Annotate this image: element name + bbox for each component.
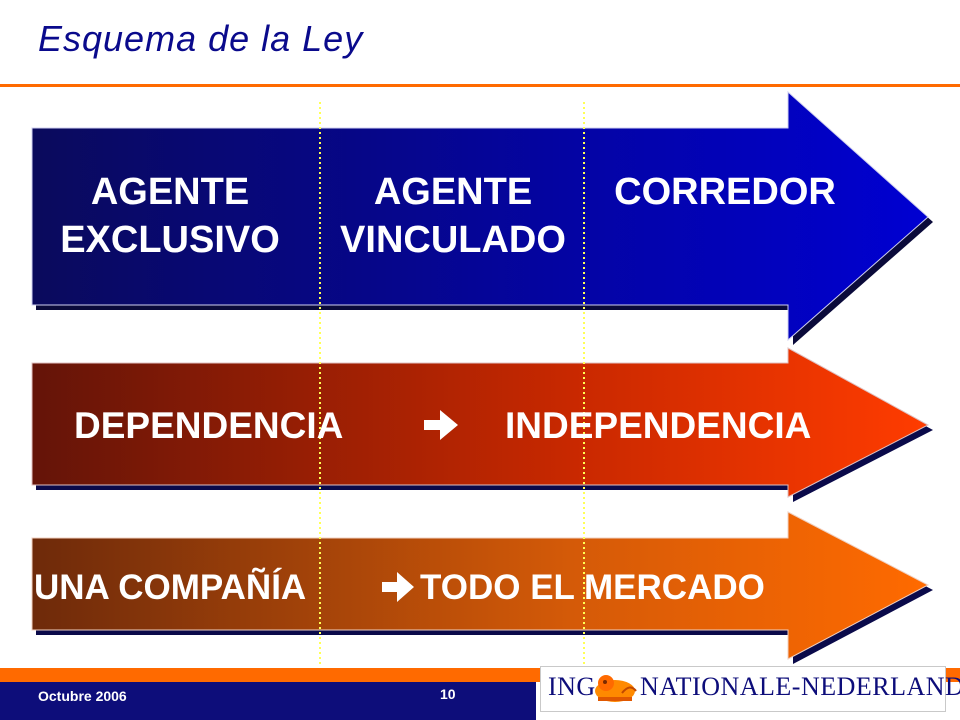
label-dependencia: DEPENDENCIA [74,405,344,446]
footer-date: Octubre 2006 [38,688,127,704]
arrow-2 [31,347,930,498]
label-line: AGENTE [90,171,250,213]
right-arrow-icon [382,572,414,602]
page-number: 10 [440,686,456,702]
label-line: VINCULADO [340,219,566,261]
label-una-compania: UNA COMPAÑÍA [34,568,307,607]
slide-title: Esquema de la Ley [38,18,364,59]
label-line: CORREDOR [614,171,836,213]
right-arrow-icon [424,410,458,440]
label-line: AGENTE [373,171,533,213]
arrow-3 [31,511,930,660]
footer-bar [0,682,536,720]
label-line: EXCLUSIVO [60,219,280,261]
logo-nn-text: NATIONALE-NEDERLANDEN [640,672,960,701]
company-logo [540,666,946,712]
label-agente-exclusivo: AGENTE EXCLUSIVO [40,168,300,264]
title-rule [0,84,960,87]
label-independencia: INDEPENDENCIA [505,405,812,446]
lion-icon [595,675,637,702]
label-corredor: CORREDOR [590,168,860,216]
logo-ing-text: ING [548,672,596,701]
label-agente-vinculado: AGENTE VINCULADO [318,168,588,264]
label-todo-el-mercado: TODO EL MERCADO [420,568,765,607]
arrow-1 [31,90,929,342]
